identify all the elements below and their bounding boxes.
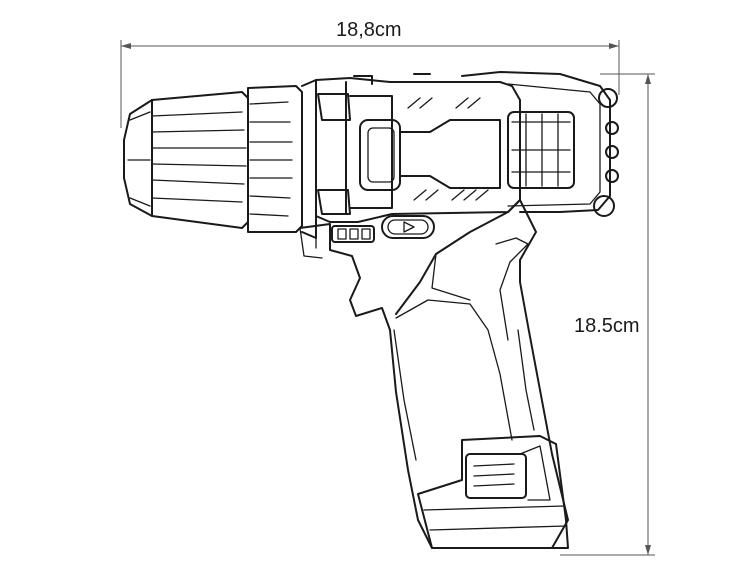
controls <box>331 215 435 243</box>
rear-cap-outline <box>461 71 611 213</box>
chuck <box>123 91 249 229</box>
direction-arrow-icon <box>403 221 415 233</box>
housing-outline <box>315 77 521 223</box>
height-dimension <box>560 73 655 556</box>
rear-cap <box>461 71 619 217</box>
direction-switch <box>381 215 435 239</box>
motor-housing <box>315 73 521 223</box>
battery <box>417 435 569 549</box>
height-arrow-bottom <box>645 545 651 555</box>
width-label: 18,8cm <box>336 19 402 41</box>
height-arrow-top <box>645 74 651 84</box>
width-arrow-right <box>609 43 619 49</box>
width-arrow-left <box>121 43 131 49</box>
handle <box>299 199 569 549</box>
height-label: 18.5cm <box>574 315 640 337</box>
battery-outline <box>417 435 569 549</box>
clutch-ring <box>247 79 317 239</box>
battery-release <box>465 453 527 499</box>
clutch-ring-body <box>247 85 303 233</box>
width-dimension <box>120 40 620 128</box>
speed-indicator <box>331 225 375 243</box>
handle-outline <box>299 199 569 549</box>
